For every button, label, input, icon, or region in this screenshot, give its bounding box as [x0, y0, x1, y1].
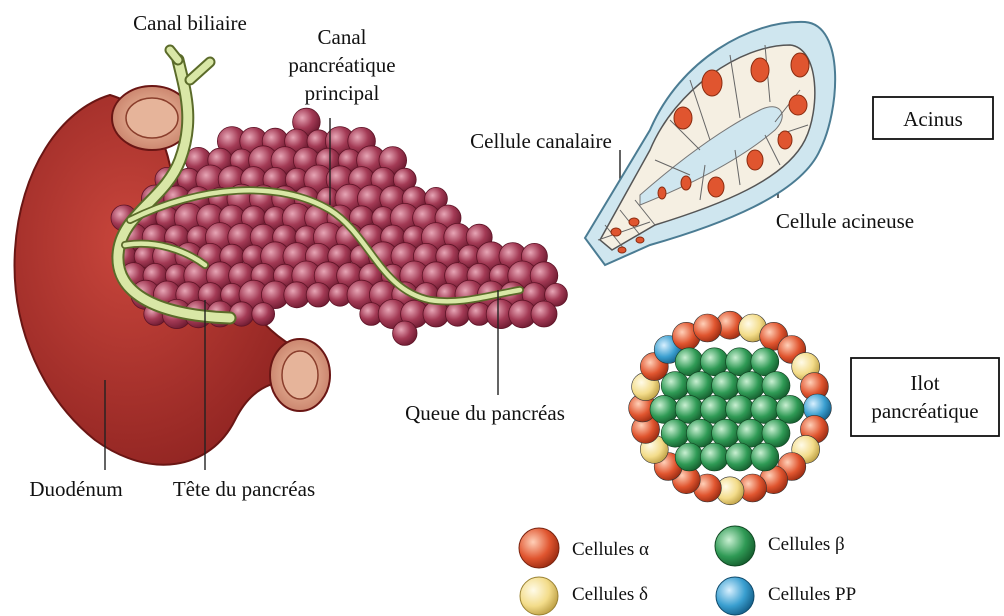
label-ductal-cell: Cellule canalaire — [470, 129, 612, 153]
label-main-duct-line3: principal — [305, 81, 380, 105]
pancreas-lobule — [252, 303, 275, 326]
acinus-box: Acinus — [873, 97, 993, 139]
legend-label-delta: Cellules δ — [572, 584, 648, 605]
islet-beta-cell — [726, 443, 754, 471]
islet-box-label-line2: pancréatique — [871, 399, 978, 423]
pancreas-lobule — [393, 321, 417, 345]
pancreas-lobule — [445, 302, 469, 326]
label-duodenum: Duodénum — [29, 477, 122, 501]
legend-item-alpha: Cellules α — [519, 528, 649, 568]
acinus-box-label: Acinus — [903, 107, 963, 131]
islet-illustration — [629, 311, 832, 505]
beta-cell-icon — [715, 526, 755, 566]
islet-beta-cell — [700, 443, 728, 471]
label-bile-duct: Canal biliaire — [133, 11, 247, 35]
pancreas-lobule — [306, 283, 330, 307]
alpha-cell-icon — [519, 528, 559, 568]
legend-label-alpha: Cellules α — [572, 539, 649, 560]
label-tail: Queue du pancréas — [405, 401, 565, 425]
legend-label-pp: Cellules PP — [768, 584, 856, 605]
label-acinar-cell: Cellule acineuse — [776, 209, 914, 233]
legend: Cellules α Cellules β Cellules δ Cellule… — [519, 526, 856, 615]
label-main-duct-line1: Canal — [318, 25, 367, 49]
legend-item-delta: Cellules δ — [520, 577, 648, 615]
islet-box-label-line1: Ilot — [910, 371, 939, 395]
islet-box: Ilot pancréatique — [851, 358, 999, 436]
islet-beta-cell — [675, 443, 703, 471]
pancreas-lobule — [531, 301, 557, 327]
legend-item-pp: Cellules PP — [716, 577, 856, 615]
delta-cell-icon — [520, 577, 558, 615]
islet-beta-cell — [661, 419, 689, 447]
pp-cell-icon — [716, 577, 754, 615]
islet-beta-cell — [751, 443, 779, 471]
legend-label-beta: Cellules β — [768, 534, 845, 555]
legend-item-beta: Cellules β — [715, 526, 845, 566]
label-head: Tête du pancréas — [173, 477, 315, 501]
label-main-duct-line2: pancréatique — [288, 53, 395, 77]
islet-beta-cell — [776, 395, 804, 423]
islet-peripheral-cell — [693, 314, 721, 342]
